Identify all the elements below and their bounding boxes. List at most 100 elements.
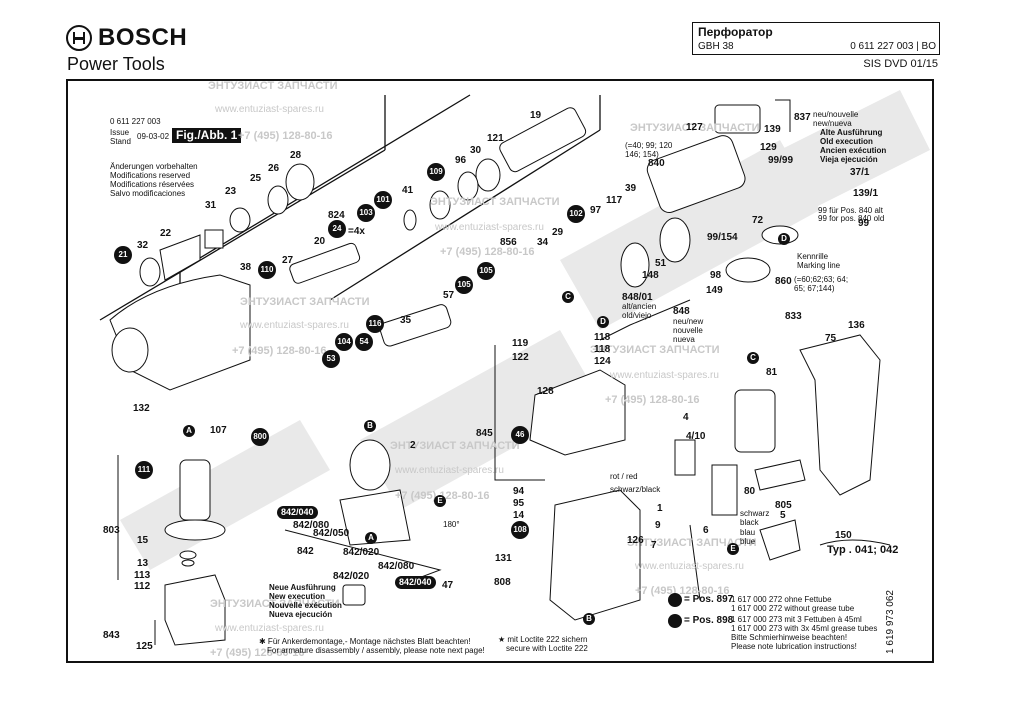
part-label[interactable]: 22: [160, 228, 172, 239]
part-label[interactable]: 34: [537, 237, 549, 248]
part-label[interactable]: 107: [210, 425, 227, 436]
part-label[interactable]: 139: [764, 124, 781, 135]
marker-c[interactable]: C: [562, 291, 574, 303]
part-label[interactable]: 119: [512, 338, 529, 349]
part-label[interactable]: 7: [651, 540, 657, 551]
part-label[interactable]: 856: [500, 237, 517, 248]
part-label[interactable]: 41: [402, 185, 414, 196]
part-label[interactable]: 32: [137, 240, 149, 251]
part-label[interactable]: 117: [606, 195, 623, 206]
part-label[interactable]: 805: [775, 500, 792, 511]
part-label[interactable]: 860: [775, 276, 792, 287]
marker-a[interactable]: A: [183, 425, 195, 437]
part-label[interactable]: 833: [785, 311, 802, 322]
pos-bubble[interactable]: 105: [455, 276, 473, 294]
part-label[interactable]: 2: [410, 440, 416, 451]
part-label[interactable]: 121: [487, 133, 504, 144]
part-label[interactable]: 23: [225, 186, 237, 197]
pos-bubble[interactable]: 54: [355, 333, 373, 351]
part-label[interactable]: 842/050: [313, 528, 350, 539]
marker-e[interactable]: E: [434, 495, 446, 507]
part-label[interactable]: 13: [137, 558, 149, 569]
part-label[interactable]: 25: [250, 173, 262, 184]
part-label[interactable]: 845: [476, 428, 493, 439]
part-label[interactable]: 128: [537, 386, 554, 397]
part-label[interactable]: 30: [470, 145, 482, 156]
pos-bubble[interactable]: 103: [357, 204, 375, 222]
part-label[interactable]: 75: [825, 333, 837, 344]
part-label[interactable]: 848: [673, 306, 690, 317]
part-label[interactable]: 837: [794, 112, 811, 123]
part-label[interactable]: 39: [625, 183, 637, 194]
part-label[interactable]: 843: [103, 630, 120, 641]
part-label[interactable]: 4/10: [686, 431, 706, 442]
part-label[interactable]: 15: [137, 535, 149, 546]
part-label[interactable]: 96: [455, 155, 467, 166]
marker-b[interactable]: B: [364, 420, 376, 432]
part-label[interactable]: 118: [594, 344, 611, 355]
part-label[interactable]: 95: [513, 498, 525, 509]
pos-bubble[interactable]: 105: [477, 262, 495, 280]
marker-c[interactable]: C: [747, 352, 759, 364]
pos-bubble[interactable]: 116: [366, 315, 384, 333]
pos-bubble[interactable]: 109: [427, 163, 445, 181]
marker-d[interactable]: D: [597, 316, 609, 328]
part-label[interactable]: 127: [686, 122, 703, 133]
part-label[interactable]: 126: [627, 535, 644, 546]
part-label[interactable]: 47: [442, 580, 454, 591]
part-label[interactable]: 81: [766, 367, 778, 378]
part-label[interactable]: 37/1: [850, 167, 870, 178]
part-label[interactable]: 848/01: [622, 292, 653, 303]
part-label[interactable]: 842/020: [343, 547, 380, 558]
part-label[interactable]: 6: [703, 525, 709, 536]
pos-bubble[interactable]: 104: [335, 333, 353, 351]
marker-b[interactable]: B: [583, 613, 595, 625]
part-label[interactable]: 97: [590, 205, 602, 216]
part-label[interactable]: 124: [594, 356, 611, 367]
part-label[interactable]: 112: [134, 581, 151, 592]
pos-bubble[interactable]: 108: [511, 521, 529, 539]
part-label[interactable]: 31: [205, 200, 217, 211]
part-label[interactable]: 118: [594, 332, 611, 343]
part-label[interactable]: 149: [706, 285, 723, 296]
part-label[interactable]: 842/080: [293, 520, 330, 531]
part-label[interactable]: 842/020: [333, 571, 370, 582]
part-label[interactable]: 131: [495, 553, 512, 564]
part-label[interactable]: 94: [513, 486, 525, 497]
part-label[interactable]: 1: [657, 503, 663, 514]
pos-bubble[interactable]: 102: [567, 205, 585, 223]
part-label[interactable]: 840: [648, 158, 665, 169]
pos-bubble[interactable]: 110: [258, 261, 276, 279]
part-label[interactable]: 28: [290, 150, 302, 161]
part-label[interactable]: 122: [512, 352, 529, 363]
part-label[interactable]: =4x: [348, 226, 365, 237]
part-label[interactable]: 35: [400, 315, 412, 326]
pos-bubble[interactable]: 21: [114, 246, 132, 264]
part-label[interactable]: 842/080: [378, 561, 415, 572]
part-label[interactable]: 14: [513, 510, 525, 521]
part-label[interactable]: 5: [780, 510, 786, 521]
part-label[interactable]: 132: [133, 403, 150, 414]
part-label[interactable]: 26: [268, 163, 280, 174]
pos-bubble[interactable]: 53: [322, 350, 340, 368]
part-label[interactable]: 803: [103, 525, 120, 536]
part-label[interactable]: 72: [752, 215, 764, 226]
pos-pill[interactable]: 842/040: [395, 576, 436, 589]
part-label[interactable]: 842: [297, 546, 314, 557]
part-label[interactable]: 99: [858, 218, 870, 229]
part-label[interactable]: 129: [760, 142, 777, 153]
part-label[interactable]: 27: [282, 255, 294, 266]
part-label[interactable]: 113: [134, 570, 151, 581]
marker-e[interactable]: E: [727, 543, 739, 555]
part-label[interactable]: 148: [642, 270, 659, 281]
part-label[interactable]: 98: [710, 270, 722, 281]
marker-a[interactable]: A: [365, 532, 377, 544]
part-label[interactable]: 136: [848, 320, 865, 331]
marker-d[interactable]: D: [778, 233, 790, 245]
part-label[interactable]: 824: [328, 210, 345, 221]
pos-bubble[interactable]: 101: [374, 191, 392, 209]
part-label[interactable]: 19: [530, 110, 542, 121]
part-label[interactable]: 51: [655, 258, 667, 269]
part-label[interactable]: 808: [494, 577, 511, 588]
part-label[interactable]: 150: [835, 530, 852, 541]
